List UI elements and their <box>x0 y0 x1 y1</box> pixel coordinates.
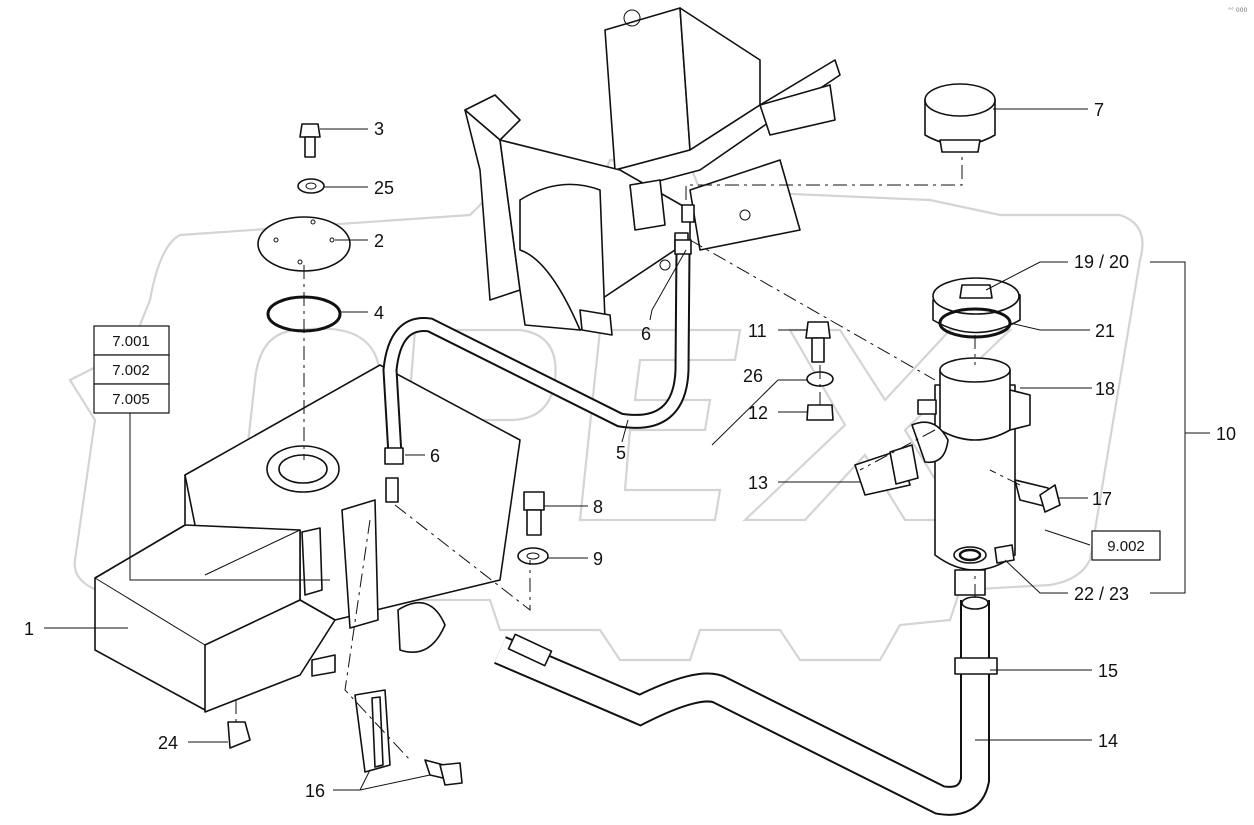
ref-label-7002: 7.002 <box>112 362 150 379</box>
callout-9: 9 <box>593 549 603 569</box>
return-hose <box>382 239 692 503</box>
ref-box-7005[interactable] <box>93 383 170 414</box>
callout-8: 8 <box>593 497 603 517</box>
leader-lines <box>44 108 1210 791</box>
callout-5: 5 <box>616 443 626 463</box>
callout-15: 15 <box>1098 661 1118 681</box>
callout-6-lower: 6 <box>430 446 440 466</box>
ref-label-9002: 9.002 <box>1107 538 1145 555</box>
callout-19-20: 19 / 20 <box>1074 252 1129 272</box>
corner-mark: °° 000 <box>1228 7 1248 14</box>
callout-18: 18 <box>1095 379 1115 399</box>
fuel-tank <box>94 364 521 713</box>
callout-22-23: 22 / 23 <box>1074 584 1129 604</box>
callout-6-upper: 6 <box>641 324 651 344</box>
ref-label-7001: 7.001 <box>112 333 150 350</box>
chassis-frame <box>464 7 841 336</box>
callout-11: 11 <box>748 321 767 341</box>
callout-10: 10 <box>1216 424 1236 444</box>
callout-12: 12 <box>748 403 768 423</box>
callout-13: 13 <box>748 473 768 493</box>
breather-cap <box>924 83 996 153</box>
suction-tube <box>397 596 998 816</box>
callout-25: 25 <box>374 178 394 198</box>
ref-label-7005: 7.005 <box>112 391 150 408</box>
ref-box-7002[interactable] <box>93 354 170 385</box>
callout-16: 16 <box>305 781 325 801</box>
filter-assembly <box>854 277 1061 596</box>
assembly-lines <box>235 155 1021 761</box>
ref-box-9002[interactable] <box>1091 530 1161 561</box>
reference-box-group: 7.001 7.002 7.005 9.002 <box>93 325 1161 561</box>
callout-21: 21 <box>1095 321 1115 341</box>
ref-box-7001[interactable] <box>93 325 170 356</box>
mounting-bracket <box>354 689 463 786</box>
callout-4: 4 <box>374 303 384 323</box>
callout-17: 17 <box>1092 489 1112 509</box>
callout-7: 7 <box>1094 100 1104 120</box>
callout-1: 1 <box>24 619 34 639</box>
callout-26: 26 <box>743 366 763 386</box>
callout-14: 14 <box>1098 731 1118 751</box>
callout-2: 2 <box>374 231 384 251</box>
callout-24: 24 <box>158 733 178 753</box>
callout-labels: 3 25 2 4 6 6 5 7 19 / 20 21 18 10 17 22 … <box>24 100 1236 801</box>
callout-3: 3 <box>374 119 384 139</box>
